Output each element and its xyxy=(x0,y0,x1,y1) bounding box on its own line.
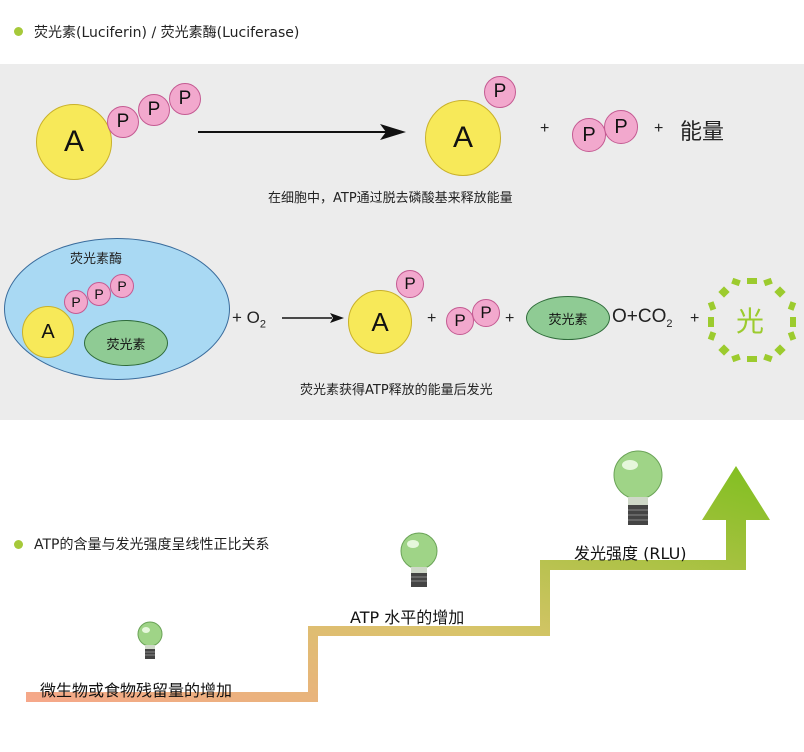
reaction-2-arrow xyxy=(282,313,344,323)
reaction-2-caption: 荧光素获得ATP释放的能量后发光 xyxy=(300,383,493,398)
o-plus-co2: O+CO2 xyxy=(612,306,673,330)
step-label-3: 发光强度 (RLU) xyxy=(574,544,687,563)
ppi-phosphate-1: P xyxy=(572,118,606,152)
product-amp-adenosine: A xyxy=(348,290,412,354)
enzyme-luciferin: 荧光素 xyxy=(84,320,168,366)
product-ppi-phosphate-1: P xyxy=(446,307,474,335)
amp-adenosine: A xyxy=(425,100,501,176)
section-heading-linear: ATP的含量与发光强度呈线性正比关系 xyxy=(34,537,270,553)
bulb-icon-medium xyxy=(400,532,438,587)
product-ppi-phosphate-2: P xyxy=(472,299,500,327)
enzyme-atp-phosphate-2: P xyxy=(87,282,111,306)
enzyme-atp-adenosine: A xyxy=(22,306,74,358)
amp-phosphate: P xyxy=(484,76,516,108)
step-label-1: 微生物或食物残留量的增加 xyxy=(40,681,233,700)
atp-phosphate-3: P xyxy=(169,83,201,115)
plus-sign: + xyxy=(654,120,664,137)
atp-phosphate-2: P xyxy=(138,94,170,126)
heading-bullet xyxy=(14,540,23,549)
plus-sign: + xyxy=(690,310,700,327)
reaction-1-arrow xyxy=(198,124,406,140)
heading-bullet xyxy=(14,27,23,36)
light-char: 光 xyxy=(736,305,765,338)
luciferase-label: 荧光素酶 xyxy=(70,252,123,267)
ppi-phosphate-2: P xyxy=(604,110,638,144)
atp-phosphate-1: P xyxy=(107,106,139,138)
section-heading-luciferin: 荧光素(Luciferin) / 荧光素酶(Luciferase) xyxy=(34,25,300,41)
light-glow-icon xyxy=(707,277,797,363)
enzyme-atp-phosphate-1: P xyxy=(64,290,88,314)
product-luciferin: 荧光素 xyxy=(526,296,610,340)
enzyme-atp-phosphate-3: P xyxy=(110,274,134,298)
product-amp-phosphate: P xyxy=(396,270,424,298)
bulb-icon-large xyxy=(613,450,663,525)
plus-sign: + xyxy=(505,310,515,327)
bulb-icon-small xyxy=(137,621,163,659)
plus-sign: + xyxy=(427,310,437,327)
plus-sign: + xyxy=(540,120,550,137)
energy-label: 能量 xyxy=(680,119,725,144)
atp-adenosine: A xyxy=(36,104,112,180)
plus-o2: + O2 xyxy=(232,308,266,331)
reaction-1-caption: 在细胞中，ATP通过脱去磷酸基来释放能量 xyxy=(268,191,513,206)
step-label-2: ATP 水平的增加 xyxy=(350,608,465,627)
